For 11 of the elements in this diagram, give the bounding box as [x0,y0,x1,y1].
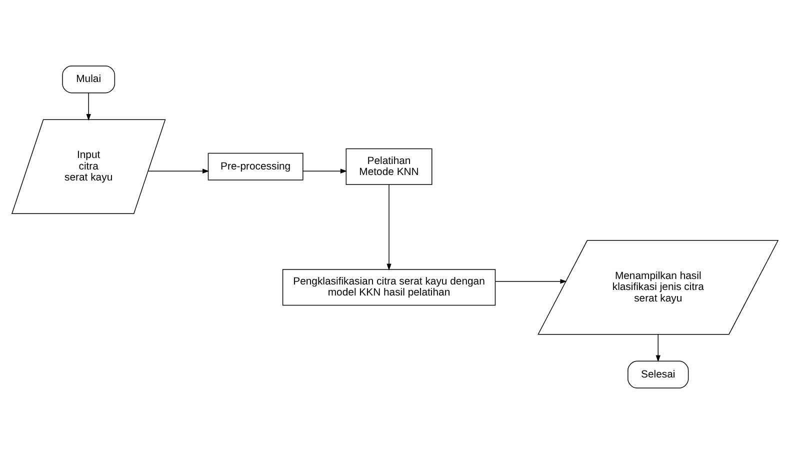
arrow [656,334,660,362]
arrow [86,92,91,120]
node-box: Mulai [62,65,116,93]
node-box: Pengklasifikasian citra serat kayu dengan model KKN hasil pelatihan [282,268,496,306]
arrow [495,278,567,284]
node-box: Pre-processing [208,152,304,180]
arrow [148,168,210,173]
arrow [386,184,392,270]
node-box: Pelatihan Metode KNN [346,148,432,184]
arrow [302,168,348,173]
node-box: Selesai [628,360,689,388]
